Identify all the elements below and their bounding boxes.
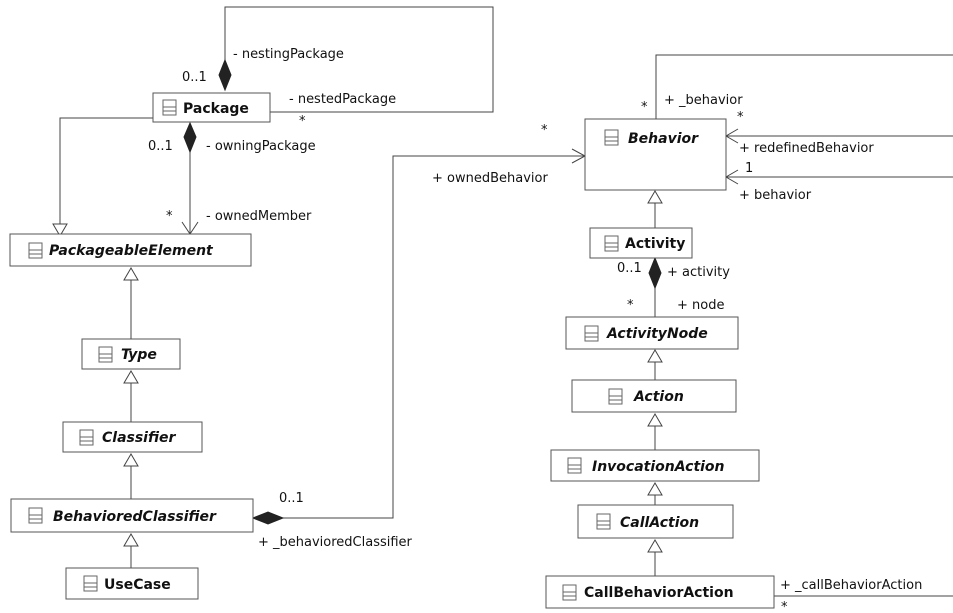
- call-behavior-action-role: + _callBehaviorAction: [780, 578, 922, 593]
- class-icon: [608, 388, 623, 405]
- class-name-classifier: Classifier: [102, 430, 177, 446]
- redefined-behavior-label: + redefinedBehavior: [739, 141, 874, 156]
- node-role-label: + node: [677, 298, 724, 313]
- activity-generalization-triangle: [647, 190, 663, 204]
- class-name-activity: Activity: [625, 236, 685, 252]
- class-name-call-behavior-action: CallBehaviorAction: [584, 585, 734, 601]
- owned-behavior-multiplicity: *: [541, 123, 548, 138]
- class-call-action[interactable]: CallAction: [577, 504, 734, 539]
- class-icon: [604, 235, 619, 252]
- package-generalization-triangle: [52, 223, 68, 237]
- invocation-action-generalization-triangle: [647, 413, 663, 427]
- owning-package-label: - owningPackage: [206, 139, 316, 154]
- use-case-generalization-triangle: [123, 533, 139, 547]
- class-invocation-action[interactable]: InvocationAction: [550, 449, 760, 482]
- behaviored-classifier-generalization-triangle: [123, 453, 139, 467]
- behaviored-classifier-multiplicity: 0..1: [279, 491, 304, 506]
- class-name-invocation-action: InvocationAction: [592, 459, 725, 475]
- owned-behavior-label: + ownedBehavior: [432, 171, 548, 186]
- class-use-case[interactable]: UseCase: [65, 567, 199, 600]
- redefined-behavior-multiplicity: *: [737, 110, 744, 125]
- behavior-self-multiplicity: *: [641, 100, 648, 115]
- class-name-type: Type: [121, 347, 157, 363]
- nesting-package-diamond: [218, 58, 232, 92]
- class-action[interactable]: Action: [571, 379, 737, 413]
- class-behavior[interactable]: Behavior: [584, 118, 727, 191]
- nesting-package-multiplicity: 0..1: [182, 70, 207, 85]
- nesting-package-label: - nestingPackage: [233, 47, 344, 62]
- nesting-package-association: [224, 6, 494, 113]
- action-generalization-triangle: [647, 349, 663, 363]
- activity-diamond: [648, 256, 662, 290]
- call-behavior-action-multiplicity: *: [781, 600, 788, 613]
- class-icon: [584, 325, 599, 342]
- class-icon: [162, 99, 177, 116]
- call-behavior-action-generalization-triangle: [647, 539, 663, 553]
- behavior-self-label: + _behavior: [664, 93, 743, 108]
- composition-diamonds: [183, 58, 662, 525]
- class-name-packageable-element: PackageableElement: [49, 243, 214, 259]
- class-icon: [604, 129, 619, 146]
- class-icon: [567, 457, 582, 474]
- connectors: [52, 6, 953, 597]
- type-generalization-triangle: [123, 267, 139, 281]
- class-name-action: Action: [633, 389, 684, 405]
- class-activity-node[interactable]: ActivityNode: [565, 316, 739, 350]
- class-name-activity-node: ActivityNode: [606, 326, 708, 342]
- class-name-behavior: Behavior: [628, 131, 699, 147]
- class-icon: [98, 346, 113, 363]
- class-icon: [562, 584, 577, 601]
- class-packageable-element[interactable]: PackageableElement: [9, 233, 252, 267]
- class-behaviored-classifier[interactable]: BehavioredClassifier: [10, 498, 254, 533]
- classifier-generalization-triangle: [123, 370, 139, 384]
- behavior-self-association: [655, 54, 953, 119]
- behaviored-classifier-diamond: [251, 511, 285, 525]
- class-name-use-case: UseCase: [104, 577, 171, 593]
- behavior-role-label: + behavior: [739, 188, 812, 203]
- class-icon: [596, 513, 611, 530]
- association-labels: - nestingPackage 0..1 - nestedPackage * …: [148, 47, 922, 613]
- class-activity[interactable]: Activity: [589, 227, 693, 259]
- behaviored-classifier-role: + _behavioredClassifier: [258, 535, 413, 550]
- class-name-behaviored-classifier: BehavioredClassifier: [53, 509, 217, 525]
- package-generalization: [59, 117, 153, 224]
- call-action-generalization-triangle: [647, 482, 663, 496]
- node-multiplicity: *: [627, 298, 634, 313]
- class-icon: [28, 507, 43, 524]
- owned-member-label: - ownedMember: [206, 209, 312, 224]
- class-type[interactable]: Type: [81, 338, 181, 370]
- class-icon: [79, 429, 94, 446]
- class-package[interactable]: Package: [152, 92, 271, 123]
- class-call-behavior-action[interactable]: CallBehaviorAction: [545, 575, 775, 609]
- owning-package-multiplicity: 0..1: [148, 139, 173, 154]
- activity-multiplicity: 0..1: [617, 261, 642, 276]
- class-icon: [28, 242, 43, 259]
- owned-member-multiplicity: *: [166, 209, 173, 224]
- behavior-multiplicity: 1: [745, 161, 753, 176]
- class-icon: [83, 575, 98, 592]
- activity-role-label: + activity: [667, 265, 730, 280]
- class-classifier[interactable]: Classifier: [62, 421, 203, 453]
- owning-package-diamond: [183, 121, 197, 154]
- nested-package-multiplicity: *: [299, 114, 306, 129]
- nested-package-label: - nestedPackage: [289, 92, 396, 107]
- owned-behavior-association: [282, 155, 584, 519]
- class-name-package: Package: [183, 101, 249, 117]
- class-name-call-action: CallAction: [620, 515, 699, 531]
